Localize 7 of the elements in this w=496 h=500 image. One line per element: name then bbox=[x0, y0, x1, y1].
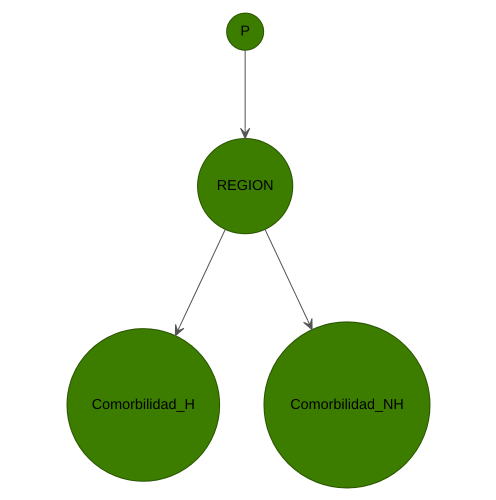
node-circle: REGION bbox=[196, 138, 293, 234]
node-circle: P bbox=[226, 12, 264, 50]
arrow bbox=[174, 228, 226, 336]
arrow bbox=[264, 228, 312, 330]
arrow bbox=[240, 50, 250, 138]
node-circle: Comorbilidad_H bbox=[66, 328, 220, 482]
node-circle: Comorbilidad_NH bbox=[262, 320, 430, 488]
